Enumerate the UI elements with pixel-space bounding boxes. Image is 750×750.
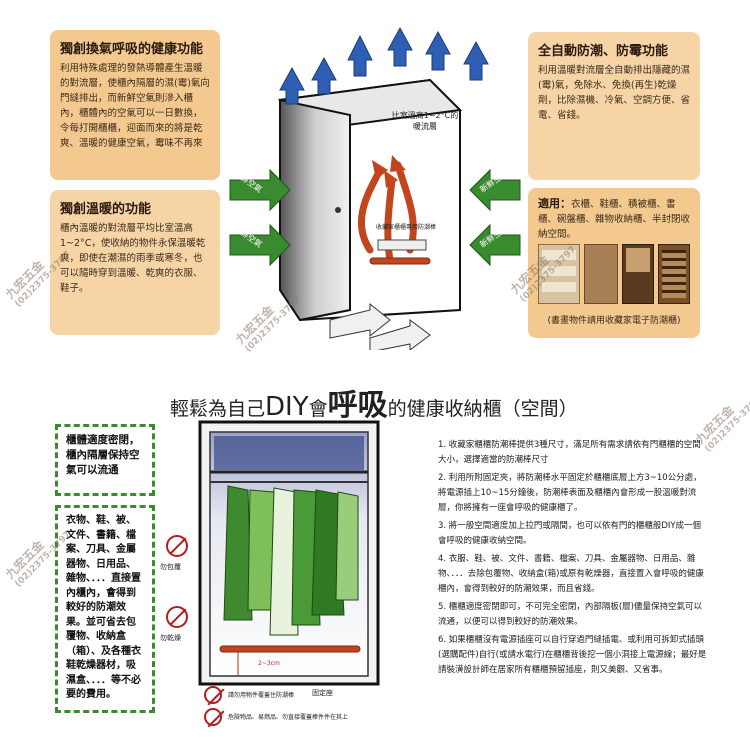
anti-mold-panel: 全自動防潮、防霉功能 利用溫暖對流層全自動排出隱藏的濕(霉)氣，免除水、免換(再…	[528, 32, 700, 180]
airflow-note-box: 櫃體適度密閉，櫃內隔層保持空氣可以流通	[55, 424, 155, 496]
heater-bar-label: 收藏家櫃櫃專用防潮棒	[376, 224, 437, 231]
panel-caption: (書畫物件請用收藏家電子防潮櫃)	[547, 316, 681, 326]
panel-body: 利用溫暖對流層全自動排出隱藏的濕(霉)氣，免除水、免換(再生)乾燥劑，比除濕機、…	[538, 65, 691, 121]
no-cover-label: 勿包覆	[160, 563, 181, 571]
instruction-item: 1. 收藏家櫃櫃防潮棒提供3種尺寸，滿足所有需求請依有門櫃櫃的空間大小，選擇適當…	[438, 440, 701, 465]
instruction-item: 4. 衣服、鞋、被、文件、書籍、檔案、刀具、金屬器物、日用品、雜物、．．．去除包…	[438, 554, 704, 594]
panel-title: 全自動防潮、防霉功能	[538, 44, 669, 59]
legend-line-2: 危險物品、易燃品、勿直接覆蓋棒件件在其上	[228, 714, 349, 721]
watermark: 九宏五金(02)2375-3797	[692, 394, 750, 455]
no-dryer-icon	[166, 606, 188, 628]
panel-title: 適用：	[538, 197, 571, 210]
panel-body: 衣櫃、鞋櫃、積被櫃、書櫃、碗盤櫃、雜物收納櫃、半封閉收納空間。	[538, 199, 691, 240]
warm-layer-label: 比室溫高1~2°C的暖流層	[391, 111, 459, 131]
applicable-panel: 適用：衣櫃、鞋櫃、積被櫃、書櫃、碗盤櫃、雜物收納櫃、半封閉收納空間。 (書畫物件…	[528, 188, 700, 338]
instruction-item: 2. 利用所附固定夾，將防潮棒水平固定於櫃櫃底層上方3~10公分處，將電源插上1…	[438, 473, 702, 513]
legend-line-1: 請勿用物件覆蓋住防潮棒	[228, 692, 295, 699]
instruction-item: 6. 如果櫃櫃沒有電源插座可以自行穿過門縫插電、或利用可拆卸式插頭(選購配件)自…	[438, 635, 707, 675]
legend-danger-icon	[204, 708, 222, 726]
instructions-list: 1. 收藏家櫃櫃防潮棒提供3種尺寸，滿足所有需求請依有門櫃櫃的空間大小，選擇適當…	[438, 438, 708, 681]
panel-body: 利用特殊處理的發熱導體產生溫暖的對流層，使櫃內隔層的濕(霉)氣向門縫排出，而新鮮…	[60, 63, 210, 149]
page-headline: 輕鬆為自己DIY會呼吸的健康收納櫃（空間）	[170, 388, 578, 423]
no-dryer-label: 勿乾燥	[160, 634, 181, 642]
panel-title: 獨創溫暖的功能	[60, 202, 152, 217]
panel-body: 櫃內溫暖的對流層平均比室溫高1~2°C，使收納的物件永保溫暖乾爽，即使在潮濕的雨…	[60, 223, 206, 294]
instruction-item: 3. 將一般空間適度加上拉門或隔間，也可以依有門的櫃櫃般DIY成一個會呼吸的健康…	[438, 521, 702, 546]
instruction-item: 5. 櫃櫃適度密閉即可，不可完全密閉，內部隔板(層)儘量保持空氣可以流通，以便可…	[438, 602, 702, 627]
storage-tip-box: 衣物、鞋、被、文件、書籍、檔案、刀具、金屬器物、日用品、雜物、．．．直接置內櫃內…	[55, 505, 155, 713]
cabinet-illustration	[198, 420, 380, 686]
wardrobe-airflow-diagram	[229, 26, 521, 350]
cabinet-photos	[538, 244, 690, 304]
fixing-seat-label: 固定座	[312, 689, 333, 697]
warm-function-panel: 獨創溫暖的功能 櫃內溫暖的對流層平均比室溫高1~2°C，使收納的物件永保溫暖乾爽…	[50, 190, 220, 335]
no-cover-icon	[166, 535, 188, 557]
legend-no-cover-icon	[204, 686, 222, 704]
healthy-ventilation-panel: 獨創換氣呼吸的健康功能 利用特殊處理的發熱導體產生溫暖的對流層，使櫃內隔層的濕(…	[50, 30, 220, 180]
panel-title: 獨創換氣呼吸的健康功能	[60, 42, 204, 57]
height-label: 2~3cm	[258, 660, 280, 667]
